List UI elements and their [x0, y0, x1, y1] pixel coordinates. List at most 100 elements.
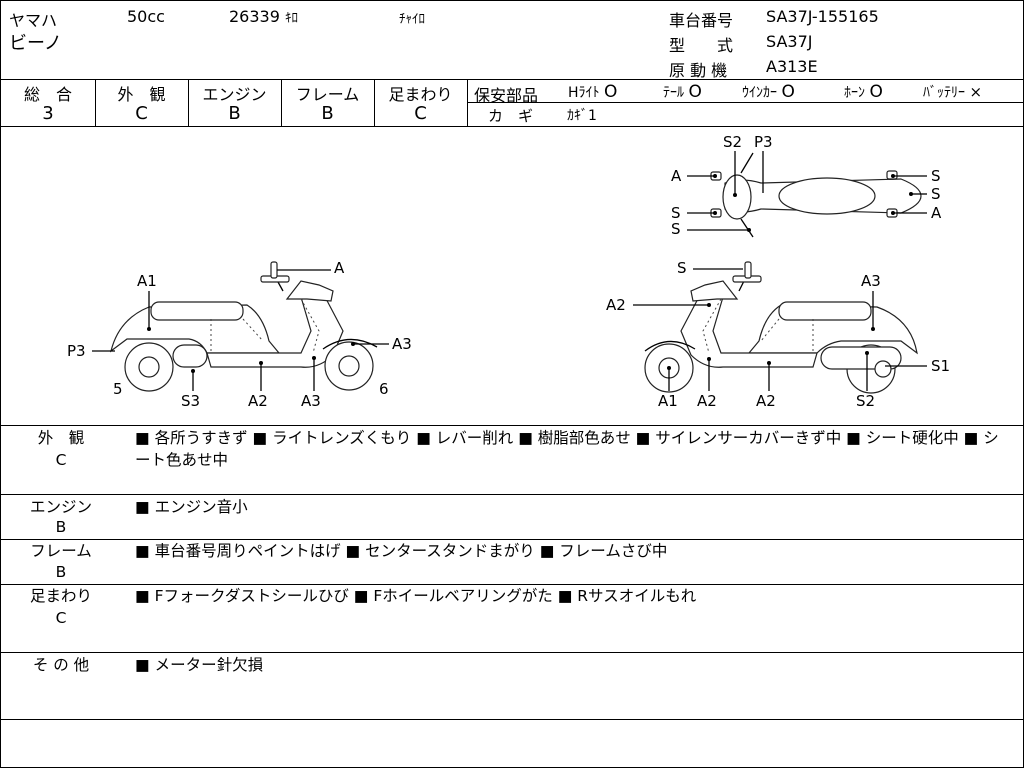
- marker-dot: [707, 357, 711, 361]
- front-fender: [322, 338, 378, 350]
- label-a2: A2: [248, 392, 268, 410]
- safety-battery: ﾊﾞｯﾃﾘｰ ×: [923, 82, 982, 102]
- divider: [467, 79, 468, 126]
- frame-section-label: フレーム: [30, 542, 92, 560]
- other-notes: ■ メーター針欠損: [135, 656, 264, 674]
- marker-dot: [891, 174, 895, 178]
- divider: [374, 79, 375, 126]
- suspension-rating-value: C: [414, 103, 427, 124]
- panel-seams: [210, 298, 320, 354]
- headlight-label: Hﾗｲﾄ: [568, 85, 600, 101]
- engine-section-label: エンジン: [29, 498, 92, 516]
- top-labels: S2 P3 A S S S S A: [671, 133, 942, 238]
- right-labels: S A3 A2 S1 A1 A2 A2 S2: [606, 259, 950, 410]
- winker-label: ｳｲﾝｶｰ: [742, 85, 777, 101]
- taillight-mark: O: [688, 82, 702, 102]
- divider: [1, 126, 1023, 127]
- label-s-rear-upper: S: [931, 167, 941, 185]
- overall-label: 総 合: [23, 85, 72, 104]
- panel-seams: [702, 298, 814, 354]
- marker-dot: [909, 192, 913, 196]
- suspension-section-rating: C: [55, 609, 67, 627]
- frame-no-value: SA37J-155165: [766, 7, 879, 26]
- label-a-front: A: [671, 167, 682, 185]
- marker-dot: [147, 327, 151, 331]
- winker-mark: O: [781, 82, 795, 102]
- displacement: 50cc: [127, 7, 165, 26]
- engine-rating-value: B: [228, 103, 241, 124]
- front-hub: [338, 355, 360, 377]
- mileage-unit: ｷﾛ: [285, 11, 298, 26]
- safety-headlight: Hﾗｲﾄ O: [568, 82, 617, 102]
- marker-dot: [767, 361, 771, 365]
- label-s2: S2: [856, 392, 875, 410]
- battery-label: ﾊﾞｯﾃﾘｰ: [923, 85, 965, 101]
- front-cowl: [690, 280, 739, 302]
- exterior-label: 外 観: [117, 85, 166, 104]
- headlight-mark: O: [603, 82, 618, 102]
- mileage: 26339 ｷﾛ: [229, 7, 298, 26]
- label-a: A: [334, 259, 345, 277]
- divider: [188, 79, 189, 126]
- scooter-diagram: A1 A P3 A3 5 S3 A2 A3 6: [67, 133, 950, 410]
- divider: [1, 494, 1023, 495]
- mirror: [270, 261, 278, 279]
- marker-dot: [713, 174, 717, 178]
- label-a-rear: A: [931, 204, 942, 222]
- key-label: カ ギ: [488, 107, 534, 125]
- battery-mark: ×: [969, 83, 983, 101]
- engine-value: A313E: [766, 57, 818, 76]
- marker-dot: [667, 366, 671, 370]
- label-a3: A3: [861, 272, 881, 290]
- top-view: [710, 152, 922, 238]
- marker-dot: [747, 228, 751, 232]
- front-fender: [644, 340, 696, 352]
- marker-dot: [312, 356, 316, 360]
- taillight-label: ﾃｰﾙ: [663, 85, 684, 101]
- overall-value: 3: [42, 103, 54, 124]
- divider: [1, 719, 1023, 720]
- engine-notes: ■ エンジン音小: [135, 498, 248, 516]
- safety-horn: ﾎｰﾝ O: [844, 82, 883, 102]
- frame-notes: ■ 車台番号周りペイントはげ ■ センタースタンドまがり ■ フレームさび中: [135, 542, 668, 560]
- mileage-value: 26339: [229, 7, 280, 26]
- divider: [1, 539, 1023, 540]
- label-a2-front: A2: [697, 392, 717, 410]
- frame-section-rating: B: [55, 563, 67, 581]
- marker-dot: [713, 211, 717, 215]
- type-label: 型 式: [669, 36, 734, 55]
- marker-dot: [891, 211, 895, 215]
- marker-dot: [871, 327, 875, 331]
- label-s3: S3: [181, 392, 200, 410]
- label-s2: S2: [723, 133, 742, 151]
- horn-label: ﾎｰﾝ: [844, 85, 865, 101]
- label-s-rear-mid: S: [931, 185, 941, 203]
- divider: [281, 79, 282, 126]
- rear-hub: [138, 356, 160, 378]
- label-6: 6: [379, 380, 389, 398]
- suspension-notes: ■ Fフォークダストシールひび ■ Fホイールベアリングがた ■ Rサスオイルも…: [135, 587, 697, 605]
- safety-taillight: ﾃｰﾙ O: [663, 82, 702, 102]
- label-a2-top: A2: [606, 296, 626, 314]
- mirror: [744, 261, 752, 279]
- marker-dot: [191, 369, 195, 373]
- maker: ヤマハ: [9, 11, 58, 30]
- divider: [1, 584, 1023, 585]
- label-a1: A1: [137, 272, 157, 290]
- suspension-section-label: 足まわり: [29, 587, 92, 605]
- top-front-cowl: [722, 174, 752, 220]
- marker-dot: [865, 351, 869, 355]
- label-5: 5: [113, 380, 123, 398]
- top-handle-upper: [740, 152, 754, 174]
- engine-label: 原 動 機: [669, 61, 728, 80]
- divider: [1, 79, 1023, 80]
- label-a3-bottom: A3: [301, 392, 321, 410]
- top-seat: [778, 177, 876, 215]
- right-side-view: [644, 261, 918, 394]
- marker-dot: [733, 193, 737, 197]
- suspension-rating-label: 足まわり: [388, 85, 453, 104]
- exterior-value: C: [135, 103, 148, 124]
- frame-no-label: 車台番号: [669, 11, 734, 30]
- exterior-notes: ■ 各所うすきず ■ ライトレンズくもり ■ レバー削れ ■ 樹脂部色あせ ■ …: [135, 429, 999, 469]
- marker-dot: [259, 361, 263, 365]
